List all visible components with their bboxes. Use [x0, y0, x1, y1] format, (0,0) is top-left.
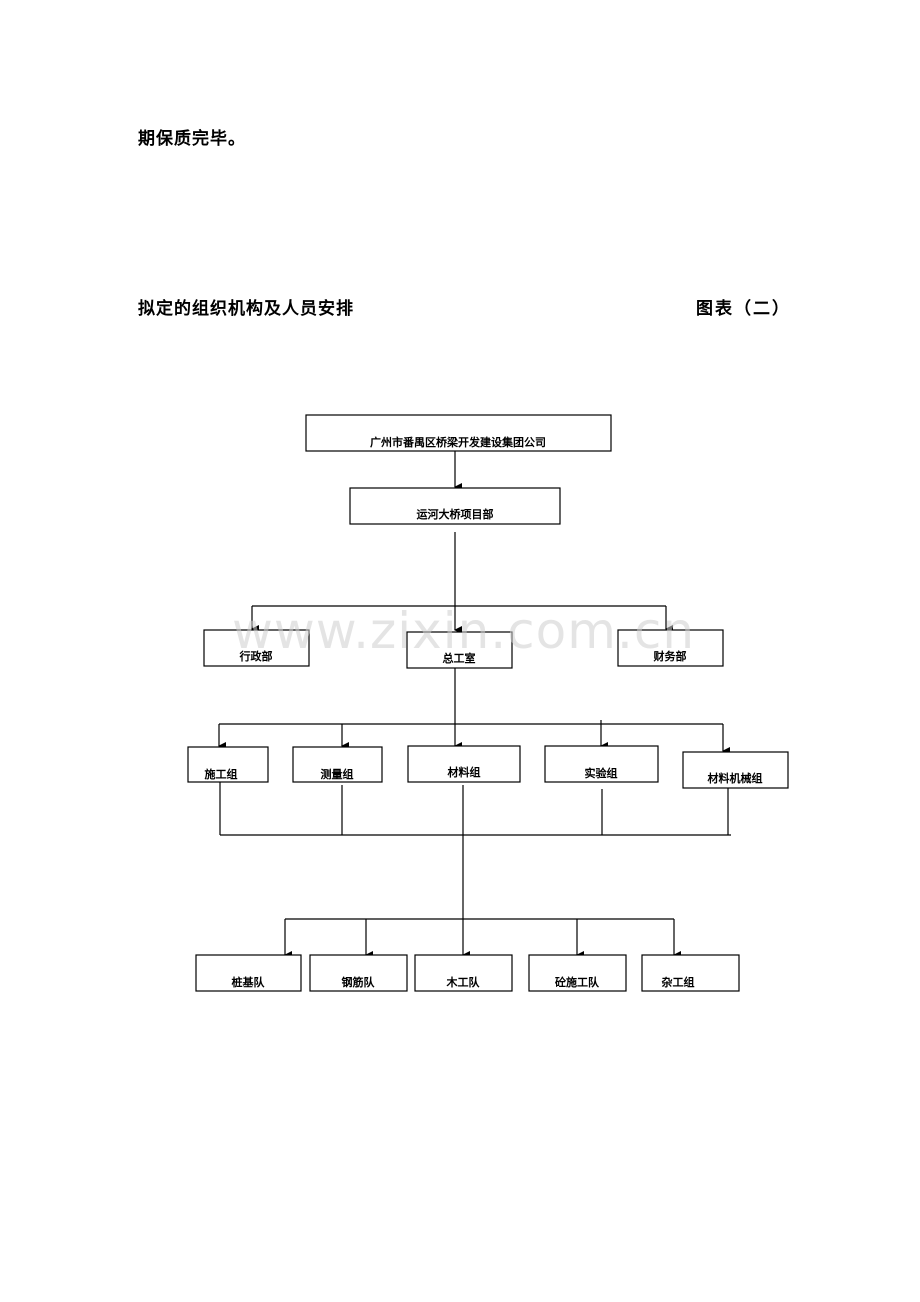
section-heading: 拟定的组织机构及人员安排	[138, 299, 354, 319]
org-box-top	[305, 414, 612, 452]
org-box-team-carpentry	[414, 954, 513, 992]
org-label-team-pile: 桩基队	[232, 975, 266, 989]
org-label-group-materials: 材料组	[448, 765, 481, 779]
org-box-team-rebar	[309, 954, 408, 992]
org-label-group-construction: 施工组	[205, 767, 238, 781]
org-label-group-survey: 测量组	[321, 767, 354, 781]
org-label-team-labor: 杂工组	[662, 975, 695, 989]
org-box-team-pile	[195, 954, 302, 992]
org-label-team-carpentry: 木工队	[446, 975, 481, 989]
org-label-team-concrete: 砼施工队	[555, 975, 600, 989]
continuation-text: 期保质完毕。	[138, 129, 246, 149]
org-box-team-labor	[641, 954, 740, 992]
org-label-dept-admin: 行政部	[239, 649, 273, 663]
org-label-team-rebar: 钢筋队	[342, 975, 376, 989]
org-box-group-survey	[292, 746, 383, 783]
org-label-project: 运河大桥项目部	[417, 507, 494, 521]
org-box-dept-engineering	[406, 631, 513, 669]
org-box-group-lab	[544, 745, 659, 783]
org-label-dept-engineering: 总工室	[443, 651, 476, 665]
org-box-group-construction	[187, 746, 269, 783]
org-label-group-lab: 实验组	[585, 766, 618, 780]
org-box-group-materials	[407, 745, 521, 783]
org-label-dept-finance: 财务部	[653, 649, 687, 663]
figure-label: 图表（二）	[696, 299, 791, 319]
org-label-group-machinery: 材料机械组	[708, 771, 763, 785]
watermark-text: www.zixin.com.cn	[232, 602, 696, 660]
org-label-top: 广州市番禺区桥梁开发建设集团公司	[370, 435, 546, 449]
org-box-dept-finance	[617, 629, 724, 667]
org-box-group-machinery	[682, 751, 789, 789]
org-box-project	[349, 487, 561, 525]
org-box-team-concrete	[528, 954, 627, 992]
connectors	[218, 451, 731, 959]
org-box-dept-admin	[203, 629, 310, 667]
